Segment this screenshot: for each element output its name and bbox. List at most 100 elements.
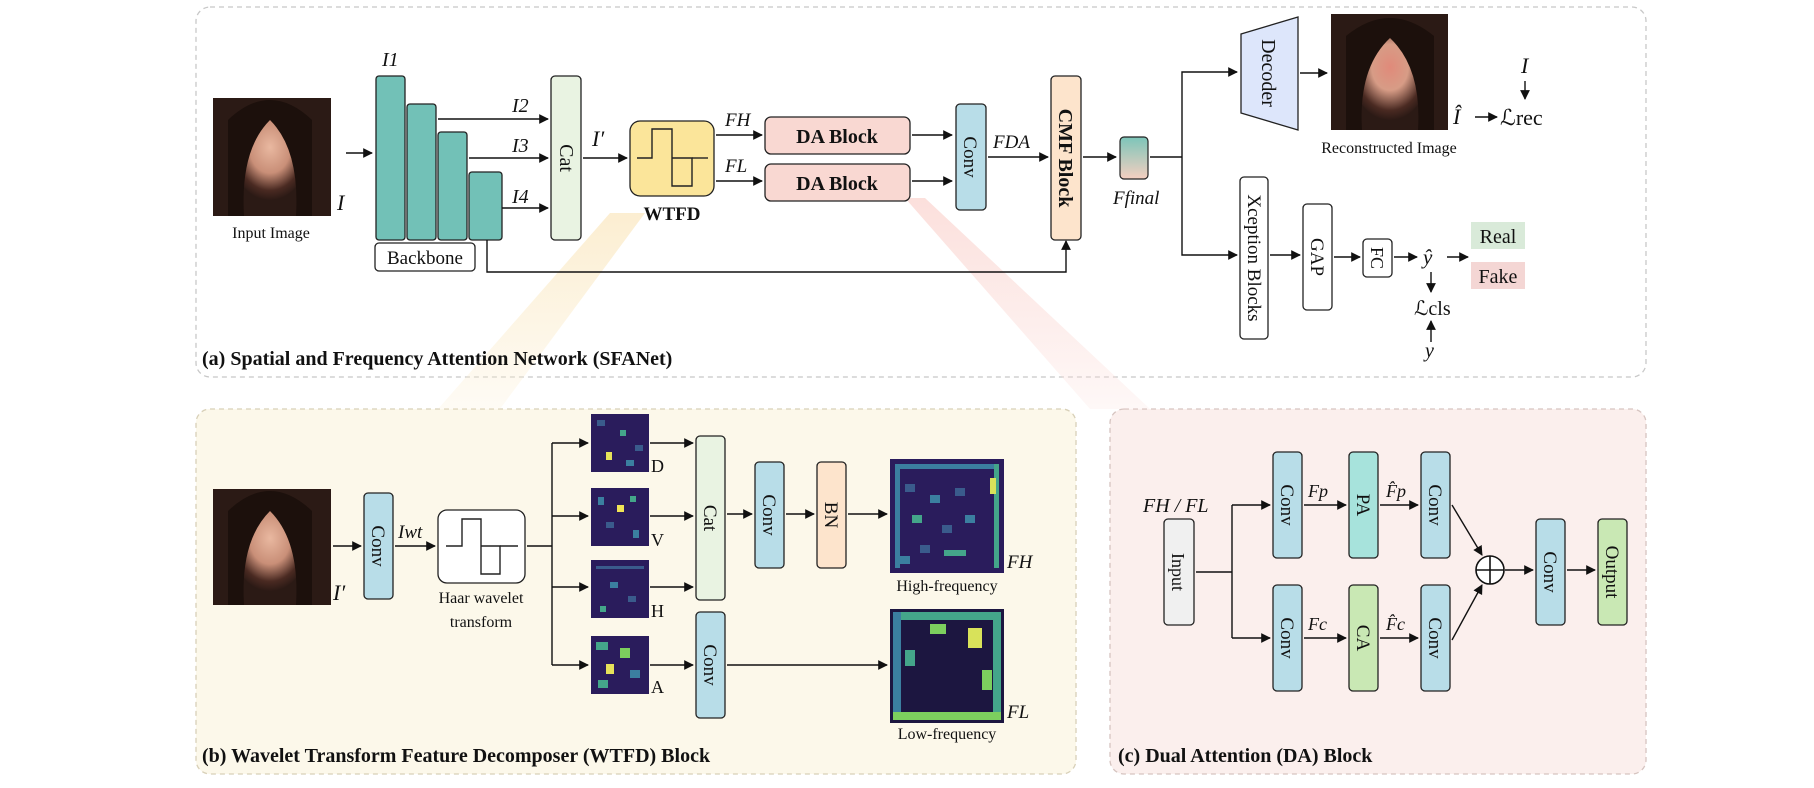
subband-d-label: D: [651, 456, 664, 476]
ca-box: [1348, 584, 1379, 692]
feature-label-i2: I2: [511, 95, 529, 117]
arrow-backbone-to-cmf: [486, 240, 1071, 273]
haar-label-line1: Haar wavelet: [439, 590, 524, 607]
high-frequency-label: High-frequency: [896, 578, 997, 595]
da-block-low-label: DA Block: [796, 173, 879, 195]
haar-label-line2: transform: [450, 614, 513, 631]
haar-wavelet-icon: [446, 518, 501, 575]
conv-label-b1: Conv: [367, 525, 388, 567]
conv-label-c4: Conv: [1424, 617, 1445, 659]
backbone-bar-2: [406, 103, 437, 241]
cmf-label: CMF Block: [1054, 109, 1076, 209]
conv-box-c5: [1535, 518, 1566, 626]
conv-label-b2: Conv: [758, 494, 779, 536]
cat-label-b: Cat: [699, 505, 720, 532]
gap-box: [1302, 203, 1333, 311]
panel-b-caption: (b) Wavelet Transform Feature Decomposer…: [202, 745, 711, 767]
pa-label: PA: [1352, 494, 1373, 517]
yhat-label: ŷ: [1421, 245, 1433, 269]
reconstructed-image: [1331, 14, 1448, 130]
output-box: [1597, 518, 1628, 626]
da-input-box: [1163, 518, 1195, 626]
fc-hat-label: F̂c: [1385, 614, 1405, 634]
panel-c-caption: (c) Dual Attention (DA) Block: [1118, 745, 1373, 767]
arrow-conv-c-to-sum: [1451, 584, 1483, 641]
iwt-label: Iwt: [397, 522, 423, 543]
feature-label-i1: I1: [381, 49, 399, 71]
backbone-bar-4: [468, 171, 503, 241]
wtfd-wavelet-icon: [637, 128, 693, 187]
conv-label-c5: Conv: [1539, 551, 1560, 593]
wtfd-input-symbol: I′: [332, 580, 346, 605]
conv-box-c2: [1272, 584, 1303, 692]
backbone-label: Backbone: [387, 248, 463, 269]
feature-label-i3: I3: [511, 135, 529, 157]
gap-label: GAP: [1306, 238, 1327, 276]
backbone-bar-1: [375, 75, 406, 241]
fc-box: [1362, 238, 1393, 278]
y-label: y: [1423, 340, 1434, 362]
decoder-trapezoid: [1240, 16, 1299, 131]
cat-output-label: I′: [591, 126, 605, 151]
backbone-bar-3: [437, 131, 468, 241]
fl-label-a: FL: [724, 156, 747, 177]
conv-label-c2: Conv: [1276, 617, 1297, 659]
fc-label-c: Fc: [1307, 614, 1327, 634]
cat-box-b: [695, 435, 726, 601]
conv-label-c3: Conv: [1424, 484, 1445, 526]
feature-label-i4: I4: [511, 186, 529, 208]
arrow-conv-p-to-sum: [1451, 504, 1483, 556]
subband-d-map: [591, 414, 649, 472]
fake-badge: [1471, 262, 1525, 289]
fp-hat-label: F̂p: [1385, 481, 1406, 501]
input-image-label: Input Image: [232, 225, 310, 242]
cat-box: [550, 75, 582, 241]
xception-label: Xception Blocks: [1243, 194, 1264, 321]
conv-box-a: [955, 103, 987, 211]
fda-label: FDA: [992, 132, 1030, 153]
fh-label-b: FH: [1006, 552, 1034, 573]
zoom-beam-da: [905, 198, 1150, 409]
conv-label-b3: Conv: [699, 644, 720, 686]
loss-cls-label: ℒcls: [1414, 298, 1451, 320]
zoom-beam-wtfd: [438, 213, 645, 409]
fake-label: Fake: [1479, 266, 1518, 288]
subband-h-label: H: [651, 601, 664, 621]
conv-box-b3: [695, 611, 726, 719]
real-badge: [1471, 222, 1525, 249]
subband-v-label: V: [651, 530, 664, 550]
conv-box-c4: [1420, 584, 1451, 692]
output-label: Output: [1601, 546, 1622, 600]
input-symbol: I: [336, 190, 346, 215]
decoder-label: Decoder: [1257, 39, 1279, 107]
wtfd-label: WTFD: [644, 204, 701, 225]
rec-target-label: I: [1520, 53, 1530, 78]
conv-box-b2: [754, 461, 785, 569]
conv-label-c1: Conv: [1276, 484, 1297, 526]
arrow-ffinal-to-decoder: [1181, 67, 1238, 157]
subband-v-map: [591, 488, 649, 546]
fh-label-a: FH: [724, 110, 752, 131]
ffinal-box: [1119, 136, 1149, 180]
cat-label: Cat: [555, 144, 577, 172]
conv-box-b1: [363, 492, 394, 600]
low-frequency-label: Low-frequency: [898, 726, 997, 743]
da-block-low: [764, 163, 911, 202]
fp-label: Fp: [1307, 481, 1328, 501]
subband-h-map: [591, 560, 649, 618]
conv-box-c1: [1272, 451, 1303, 559]
ffinal-label: Ffinal: [1112, 188, 1159, 209]
da-block-high-label: DA Block: [796, 126, 879, 148]
backbone-box: [374, 242, 476, 272]
ihat-label: Î: [1452, 104, 1462, 129]
conv-box-c3: [1420, 451, 1451, 559]
fc-label: FC: [1367, 247, 1387, 269]
subband-a-label: A: [651, 677, 664, 697]
arrow-ffinal-to-xception: [1181, 157, 1238, 260]
da-input-label: Input: [1168, 553, 1188, 591]
real-label: Real: [1480, 226, 1517, 248]
bn-box: [816, 461, 847, 569]
loss-rec-label: ℒrec: [1500, 105, 1543, 130]
ca-label: CA: [1352, 625, 1373, 652]
